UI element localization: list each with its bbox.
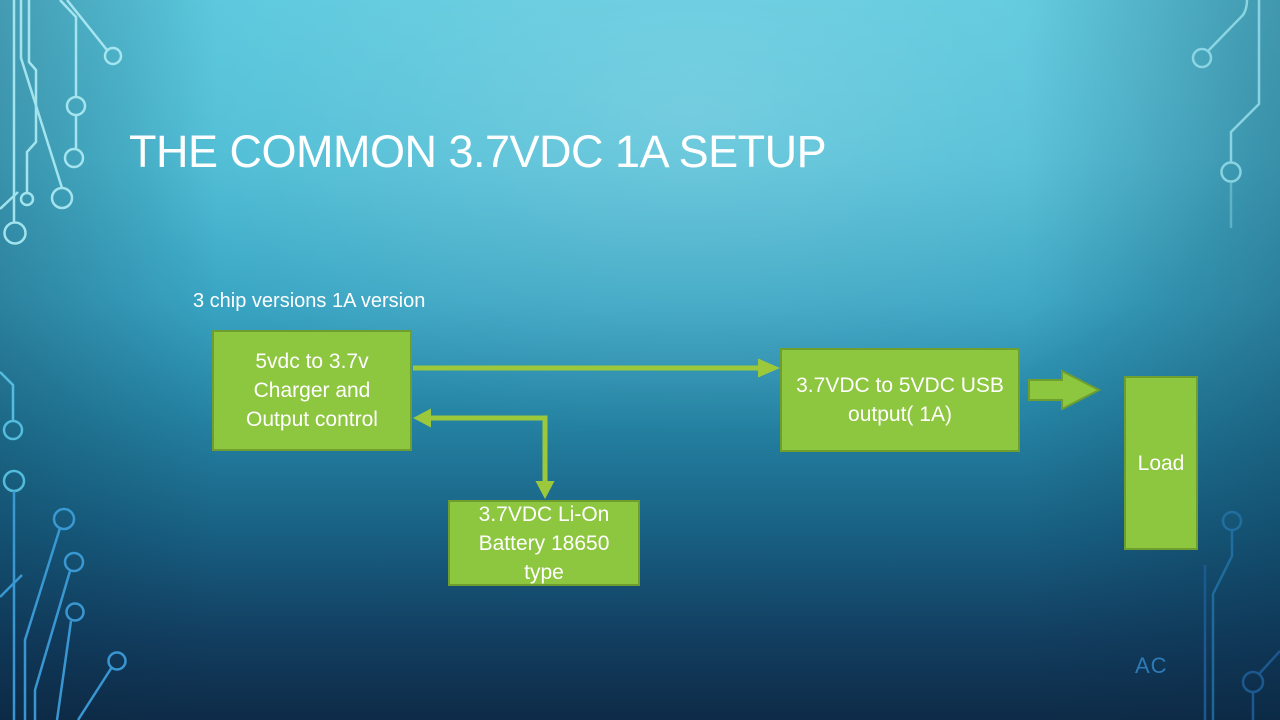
circuit-trace-mid-right bbox=[1211, 510, 1243, 720]
circuit-trace-bottom-right bbox=[1203, 565, 1280, 720]
circuit-trace-mid-left bbox=[0, 371, 26, 493]
footer-initials: AC bbox=[1135, 653, 1168, 678]
node-battery-line-3: type bbox=[524, 560, 564, 584]
connector-charger-to-usb-arrow bbox=[413, 358, 780, 378]
slide-title: THE COMMON 3.7VDC 1A SETUP bbox=[129, 126, 827, 177]
circuit-trace-top-left bbox=[0, 0, 123, 245]
node-usb-output: 3.7VDC to 5VDC USB output( 1A) bbox=[780, 348, 1020, 452]
circuit-trace-top-right bbox=[1191, 0, 1261, 228]
node-charger: 5vdc to 3.7v Charger and Output control bbox=[212, 330, 412, 451]
node-battery-line-2: Battery 18650 bbox=[478, 531, 610, 555]
diagram-caption: 3 chip versions 1A version bbox=[193, 290, 426, 312]
node-charger-line-3: Output control bbox=[246, 408, 378, 431]
node-battery: 3.7VDC Li-On Battery 18650 type bbox=[448, 500, 640, 586]
circuit-trace-bottom-left bbox=[0, 491, 127, 720]
node-usb-output-line-1: 3.7VDC to 5VDC USB bbox=[796, 374, 1004, 397]
node-charger-line-2: Charger and bbox=[253, 379, 371, 402]
node-charger-line-1: 5vdc to 3.7v bbox=[255, 350, 369, 373]
node-load: Load bbox=[1124, 376, 1198, 550]
node-battery-line-1: 3.7VDC Li-On bbox=[478, 502, 610, 526]
node-usb-output-line-2: output( 1A) bbox=[848, 403, 952, 426]
connector-charger-battery-elbow-arrow bbox=[413, 408, 555, 499]
node-load-line-1: Load bbox=[1137, 451, 1185, 475]
connector-usb-to-load-block-arrow bbox=[1028, 369, 1102, 411]
